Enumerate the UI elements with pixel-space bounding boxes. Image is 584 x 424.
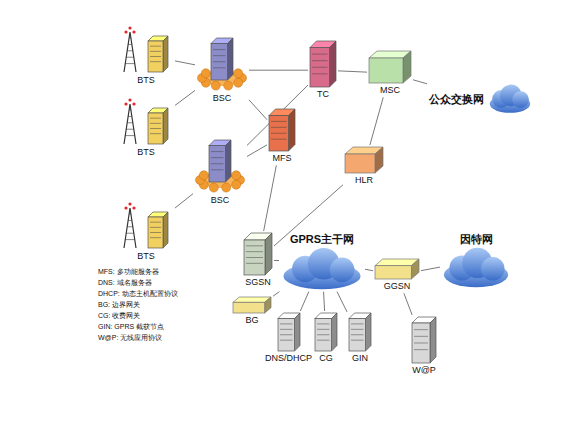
server-icon xyxy=(268,108,296,152)
server-icon xyxy=(411,316,437,364)
network-link xyxy=(324,292,325,311)
bts-icon xyxy=(118,96,174,146)
wap-server: W@P xyxy=(411,316,437,376)
network-link xyxy=(404,293,412,315)
cloud-icon xyxy=(441,247,511,289)
node-label: DNS/DHCP xyxy=(264,353,313,363)
server-icon xyxy=(348,312,372,352)
dns-server: DNS/DHCP xyxy=(264,312,313,364)
network-link xyxy=(274,260,279,261)
abbreviation-note: GIN: GPRS 截获节点 xyxy=(98,323,164,331)
server-icon xyxy=(277,312,301,352)
network-link xyxy=(175,194,193,208)
node-label: BTS xyxy=(136,75,156,85)
gprs-backbone-cloud: GPRS主干网 xyxy=(280,232,364,291)
node-label: W@P xyxy=(411,365,437,375)
cloud-icon xyxy=(488,84,532,114)
bsc-icon xyxy=(196,36,248,92)
abbreviation-note: W@P: 无线应用协议 xyxy=(98,334,162,342)
node-label: GIN xyxy=(351,353,369,363)
box-icon xyxy=(368,50,412,84)
node-label: MSC xyxy=(379,85,401,95)
bts-station: BTS xyxy=(118,200,174,262)
msc-switch: MSC xyxy=(368,50,412,96)
network-link xyxy=(264,165,277,231)
network-link xyxy=(370,97,383,145)
tc-server: TC xyxy=(309,40,337,100)
node-label: GPRS主干网 xyxy=(289,233,355,246)
node-label: 因特网 xyxy=(459,233,494,246)
abbreviation-note: DHCP: 动态主机配置协议 xyxy=(98,290,178,298)
bsc-controller: BSC xyxy=(194,138,246,206)
network-link xyxy=(175,90,195,105)
node-label: BSC xyxy=(212,93,233,103)
ggsn-node: GGSN xyxy=(374,258,420,292)
node-label: CG xyxy=(318,353,334,363)
sgsn-node: SGSN xyxy=(243,232,273,288)
node-label: 公众交换网 xyxy=(428,93,485,106)
network-link xyxy=(300,292,308,311)
node-label: BSC xyxy=(210,195,231,205)
abbreviation-note: BG: 边界网关 xyxy=(98,301,140,309)
node-label: BG xyxy=(244,315,259,325)
network-link xyxy=(421,267,440,271)
bts-station: BTS xyxy=(118,96,174,158)
network-link xyxy=(249,70,308,71)
abbreviation-note: DNS: 域名服务器 xyxy=(98,279,152,287)
node-label: TC xyxy=(316,89,330,99)
network-link xyxy=(175,61,195,65)
box-icon xyxy=(344,146,384,174)
server-icon xyxy=(309,40,337,88)
network-link xyxy=(365,269,373,270)
network-link xyxy=(337,292,347,312)
node-label: BTS xyxy=(136,147,156,157)
bts-station: BTS xyxy=(118,24,174,86)
bsc-icon xyxy=(194,138,246,194)
abbreviation-note: CG: 收费网关 xyxy=(98,312,140,320)
cg-server: CG xyxy=(314,312,338,364)
network-link xyxy=(247,145,267,157)
network-link xyxy=(413,80,427,84)
mfs-server: MFS xyxy=(268,108,296,164)
internet-cloud: 因特网 xyxy=(441,232,511,289)
cloud-icon xyxy=(280,247,364,291)
node-label: MFS xyxy=(272,153,293,163)
gin-server: GIN xyxy=(348,312,372,364)
server-icon xyxy=(243,232,273,276)
node-label: BTS xyxy=(136,251,156,261)
box-icon xyxy=(374,258,420,280)
network-link xyxy=(249,100,267,120)
server-icon xyxy=(314,312,338,352)
box-icon xyxy=(232,296,272,314)
bts-icon xyxy=(118,24,174,74)
node-label: GGSN xyxy=(383,281,412,291)
network-link xyxy=(338,71,367,72)
bsc-controller: BSC xyxy=(196,36,248,104)
pstn-cloud: 公众交换网 xyxy=(428,84,532,114)
hlr-register: HLR xyxy=(344,146,384,186)
bts-icon xyxy=(118,200,174,250)
bg-gateway: BG xyxy=(232,296,272,326)
node-label: SGSN xyxy=(244,277,272,287)
node-label: HLR xyxy=(354,175,374,185)
abbreviation-note: MFS: 多功能服务器 xyxy=(98,268,159,276)
network-link xyxy=(273,292,279,297)
